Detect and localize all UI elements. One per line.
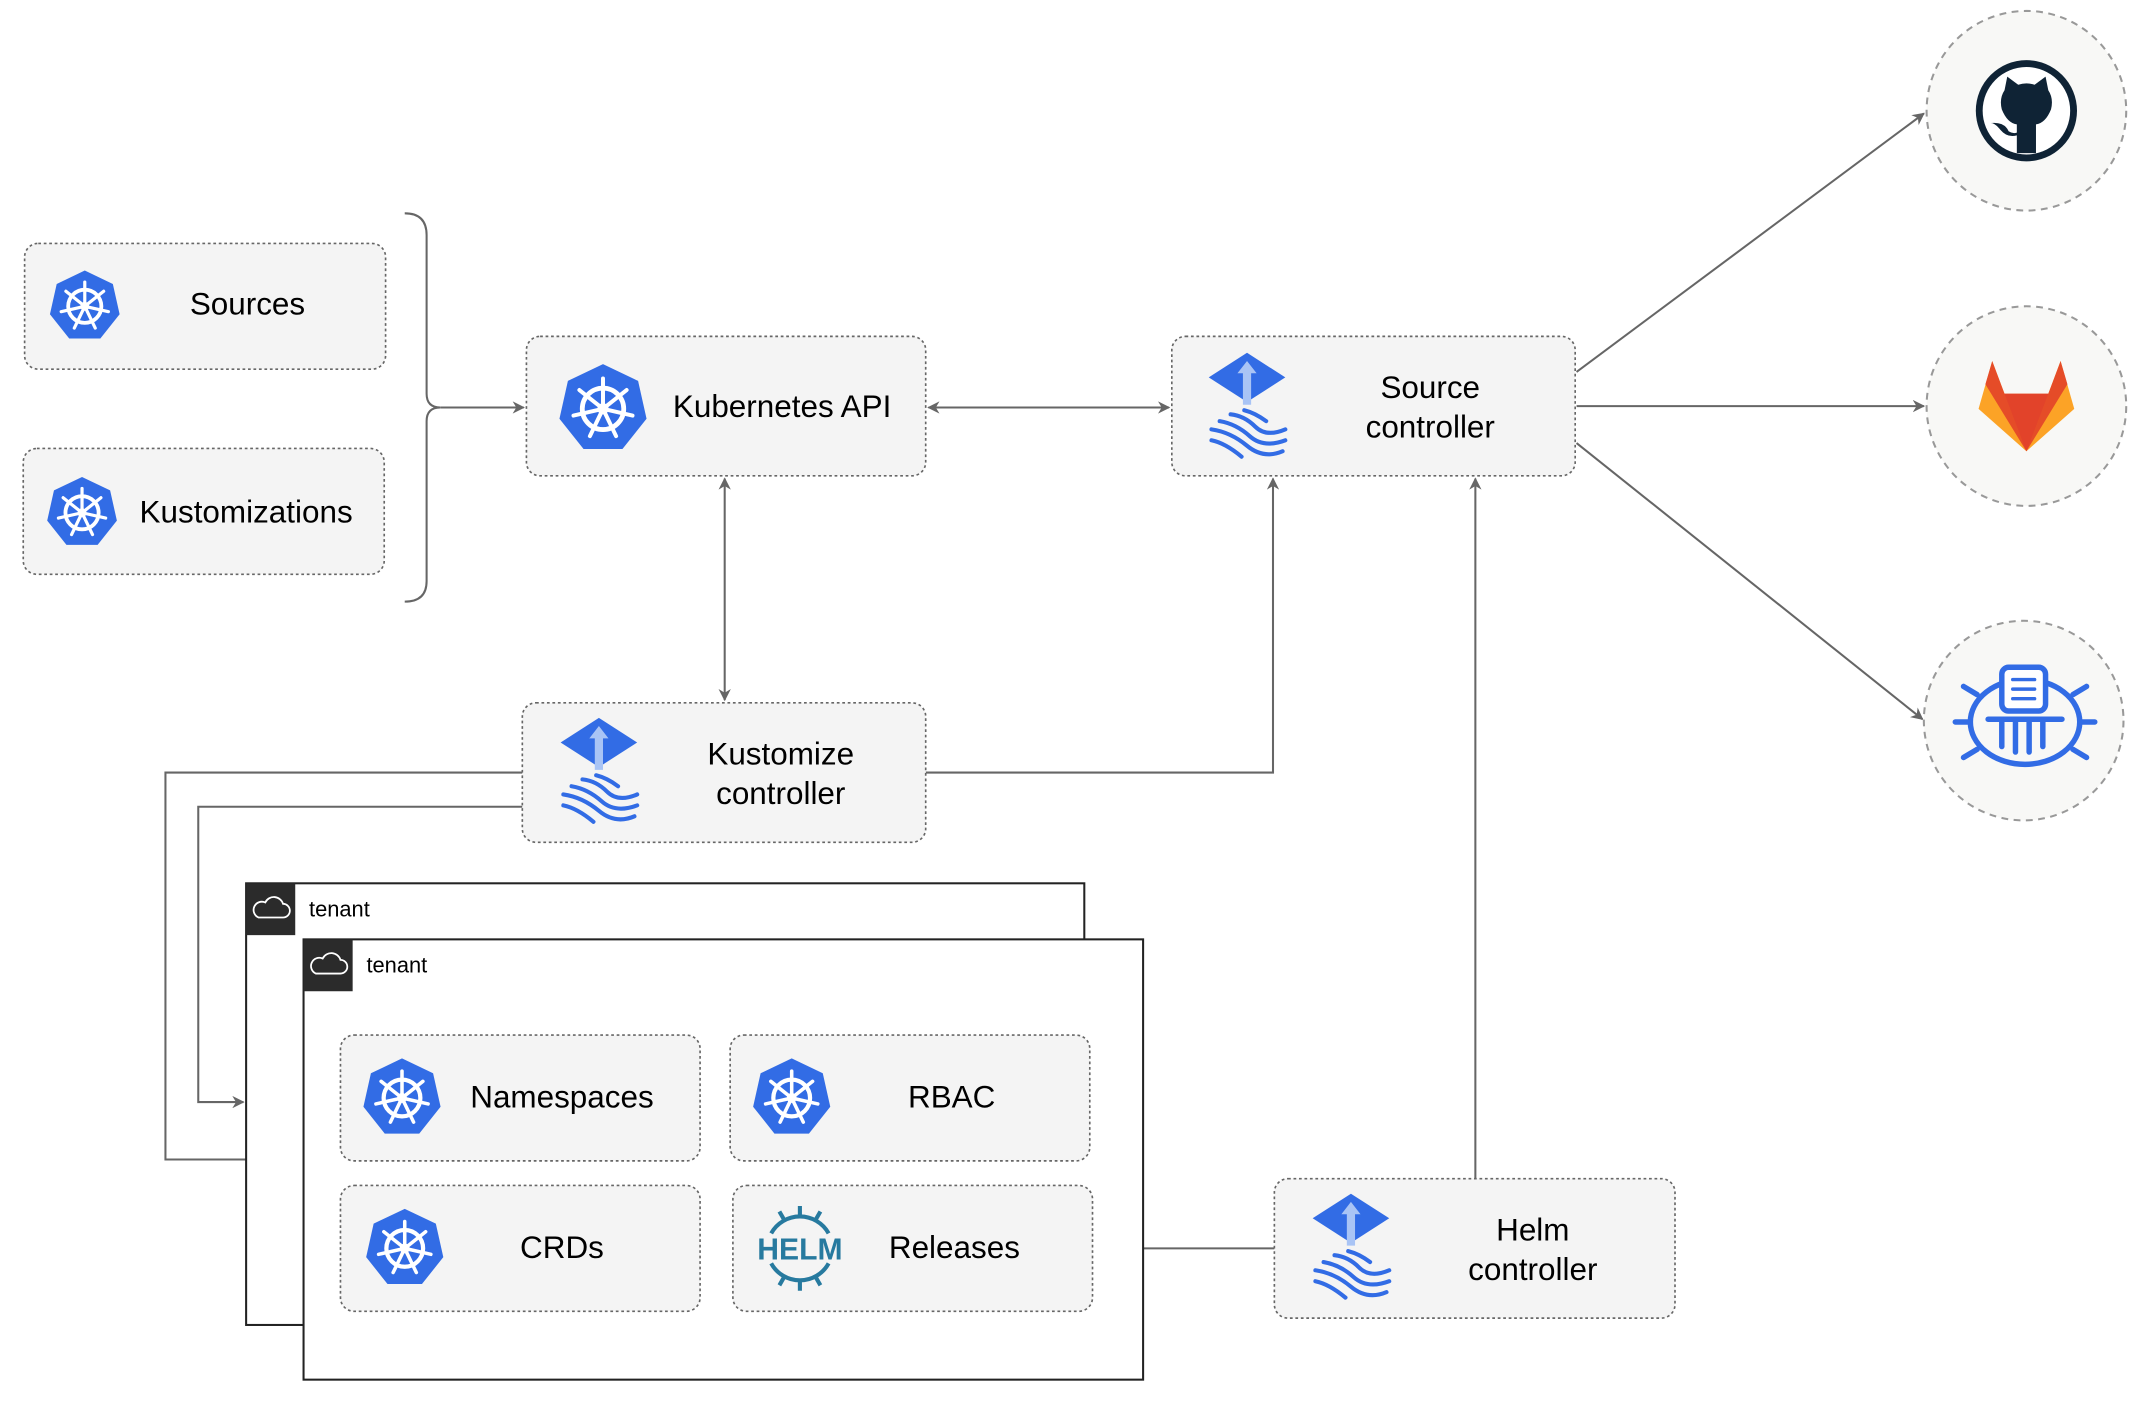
edge-kustomize-to-tenant-front xyxy=(164,771,523,1166)
gitlab-icon xyxy=(1978,360,2075,452)
namespaces-node[interactable]: Namespaces xyxy=(339,1034,701,1162)
crds-node[interactable]: CRDs xyxy=(339,1184,701,1313)
kustomize-controller-label-line1: Kustomize xyxy=(707,736,854,771)
rbac-node[interactable]: RBAC xyxy=(729,1034,1091,1162)
tenant-label: tenant xyxy=(309,896,370,921)
github-icon xyxy=(1975,60,2077,162)
helm-controller-label-line1: Helm xyxy=(1496,1212,1569,1247)
gitlab-node[interactable] xyxy=(1925,305,2128,507)
releases-label: Releases xyxy=(889,1230,1020,1265)
cloud-icon xyxy=(303,939,353,992)
bucket-icon xyxy=(1952,664,2098,768)
kustomize-controller-node[interactable]: Kustomize controller xyxy=(521,701,927,844)
kustomizations-label: Kustomizations xyxy=(140,494,353,529)
namespaces-label: Namespaces xyxy=(470,1080,653,1115)
source-controller-node[interactable]: Source controller xyxy=(1170,335,1577,477)
tenant-label: tenant xyxy=(366,952,427,977)
sources-label: Sources xyxy=(190,287,305,322)
helm-controller-label-line2: controller xyxy=(1468,1252,1597,1287)
tenant-container-front: tenant Namespaces RBAC CRDs HELM Release… xyxy=(302,938,1145,1381)
helm-controller-node[interactable]: Helm controller xyxy=(1273,1177,1676,1319)
cloud-icon xyxy=(246,883,296,936)
grouping-brace xyxy=(404,212,441,603)
kustomize-controller-label-line2: controller xyxy=(716,776,845,811)
edge-source-to-github xyxy=(1575,112,1925,373)
edge-source-to-bucket xyxy=(1575,442,1924,721)
github-node[interactable] xyxy=(1925,9,2128,212)
kubernetes-api-node[interactable]: Kubernetes API xyxy=(525,335,927,477)
edge-kustomize-to-tenant-back xyxy=(197,805,523,1109)
kustomizations-node[interactable]: Kustomizations xyxy=(22,447,386,576)
helm-logo-text: HELM xyxy=(757,1233,842,1266)
bucket-node[interactable] xyxy=(1922,619,2125,822)
kubernetes-api-label: Kubernetes API xyxy=(673,389,891,424)
sources-node[interactable]: Sources xyxy=(23,242,387,371)
crds-label: CRDs xyxy=(520,1230,604,1265)
releases-node[interactable]: HELM Releases xyxy=(732,1184,1094,1313)
edge-kustomize-to-source xyxy=(925,477,1280,774)
source-controller-label-line2: controller xyxy=(1366,410,1495,445)
source-controller-label-line1: Source xyxy=(1380,370,1480,405)
rbac-label: RBAC xyxy=(908,1080,995,1115)
